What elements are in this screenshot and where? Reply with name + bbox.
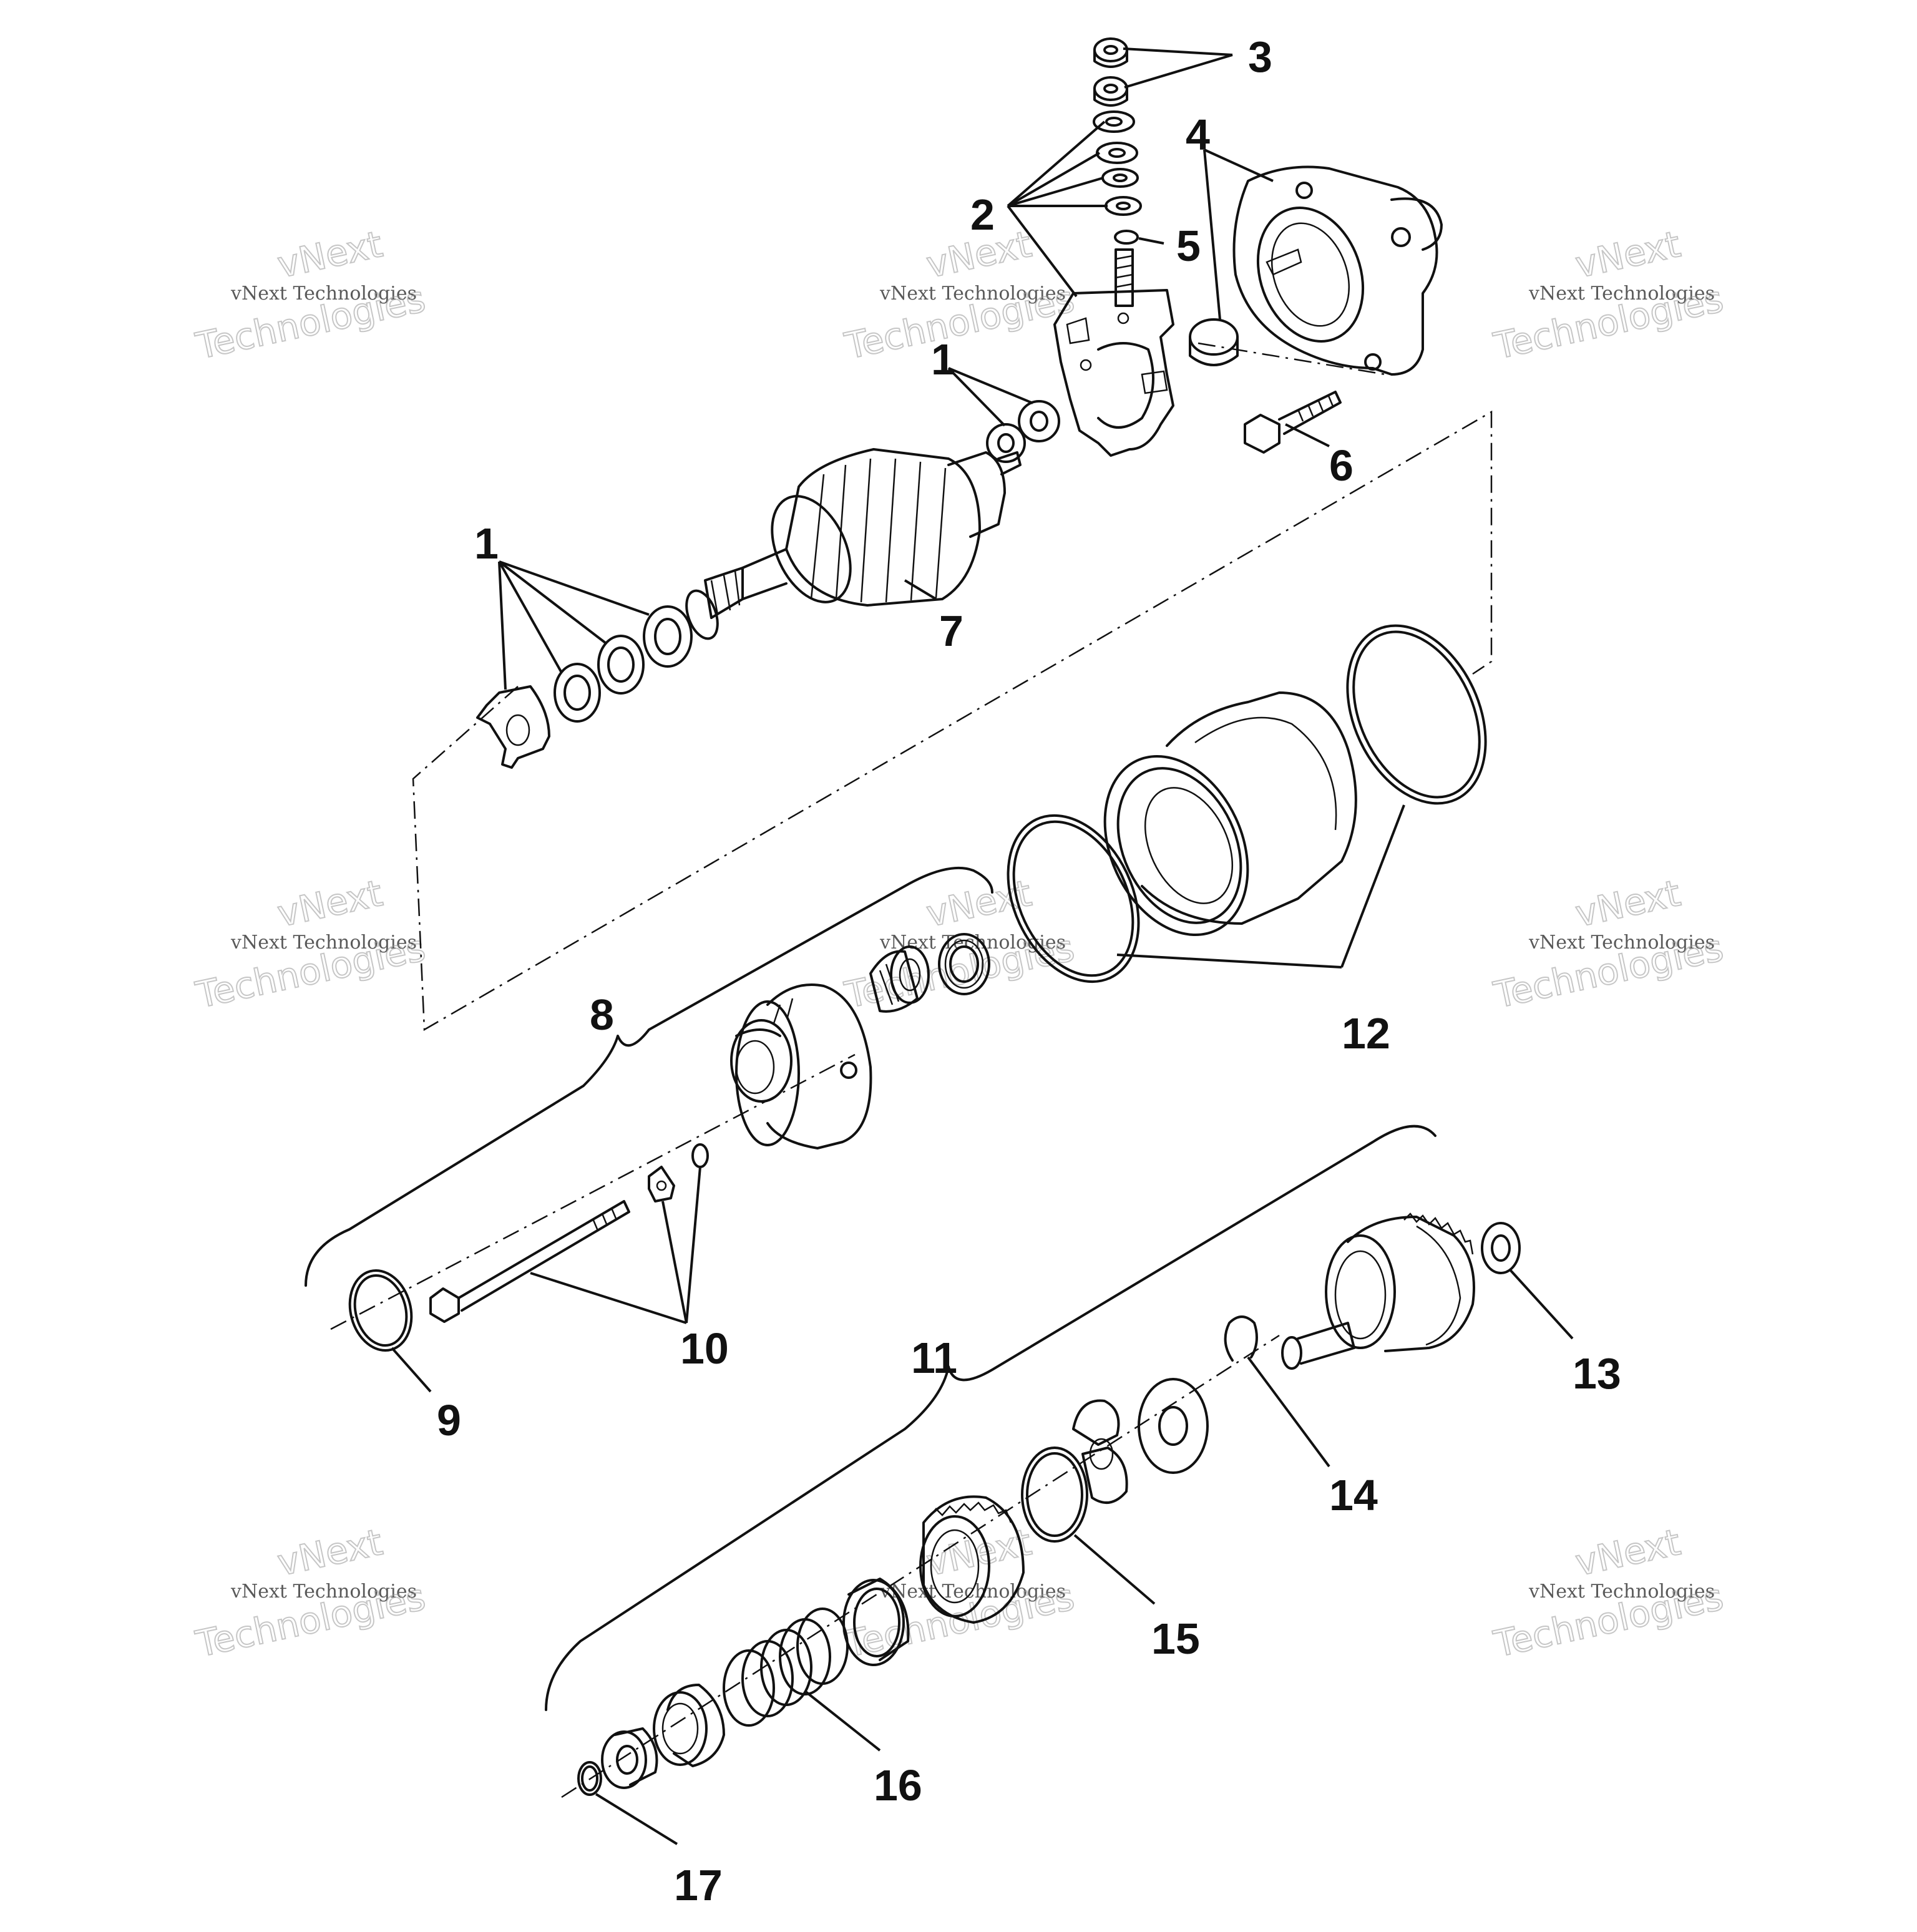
callout-12: 12 <box>1342 1009 1390 1058</box>
callout-labels: 3 2 5 4 1 6 7 1 8 12 10 9 11 13 14 15 16… <box>437 32 1621 1910</box>
callout-17: 17 <box>674 1861 723 1910</box>
part-spring-16 <box>723 1608 849 1727</box>
part-lock-washer <box>648 1166 675 1203</box>
part-washers-stack <box>1093 110 1142 216</box>
watermark-top-center: vNext vNext Technologies Technologies <box>841 222 1079 368</box>
watermark-company: vNext Technologies <box>230 283 417 305</box>
watermark-mid-left: vNext vNext Technologies Technologies <box>192 871 430 1017</box>
watermark-company: vNext Technologies <box>1528 932 1715 954</box>
watermark-company: vNext Technologies <box>230 1581 417 1603</box>
brace-8 <box>305 866 993 1287</box>
part-ring-15 <box>1021 1447 1088 1543</box>
watermark-brand: vNext <box>1572 1521 1684 1584</box>
part-flat-washer <box>1138 1378 1209 1474</box>
watermark-mid-right: vNext vNext Technologies Technologies <box>1490 871 1728 1017</box>
watermark-brand: vNext <box>1572 223 1684 286</box>
part-washers-lower <box>554 605 693 723</box>
callout-11: 11 <box>911 1334 957 1382</box>
part-stator-housing <box>1103 691 1357 937</box>
callout-14: 14 <box>1329 1471 1378 1520</box>
callout-6: 6 <box>1329 441 1354 490</box>
part-ball-bearing <box>938 933 990 995</box>
part-split-collar <box>1072 1399 1128 1504</box>
watermark-company: vNext Technologies <box>1528 1581 1715 1603</box>
callout-1-lower: 1 <box>474 519 499 568</box>
callout-1-upper: 1 <box>931 335 955 384</box>
callout-13: 13 <box>1573 1349 1621 1398</box>
callout-9: 9 <box>437 1396 461 1445</box>
part-clutch-gear <box>1281 1212 1475 1370</box>
part-washers-upper <box>986 400 1060 463</box>
callout-5: 5 <box>1176 222 1201 270</box>
part-o-ring <box>1114 230 1139 245</box>
watermark-brand: vNext <box>1572 872 1684 935</box>
callout-16: 16 <box>874 1761 922 1810</box>
part-nuts <box>1093 37 1128 107</box>
part-armature <box>685 448 1022 640</box>
callout-3: 3 <box>1248 32 1272 81</box>
watermark-bottom-right: vNext vNext Technologies Technologies <box>1490 1520 1728 1666</box>
part-o-ring-large-lower <box>1007 814 1140 983</box>
part-end-housing <box>1232 165 1443 376</box>
part-needle-bearing <box>869 945 930 1013</box>
watermark-brand: vNext <box>274 872 386 935</box>
part-sleeve <box>842 1578 910 1666</box>
leader-lines <box>391 47 1574 1845</box>
part-stop-collar <box>601 1727 658 1789</box>
part-through-bolt <box>429 1200 630 1323</box>
callout-4: 4 <box>1186 110 1210 159</box>
callout-15: 15 <box>1151 1614 1200 1663</box>
watermark-bottom-left: vNext vNext Technologies Technologies <box>192 1520 430 1666</box>
part-retainer-plate <box>476 685 550 769</box>
callout-8: 8 <box>590 990 614 1039</box>
part-collar <box>653 1684 725 1767</box>
part-snap-ring-17 <box>577 1761 602 1796</box>
watermark-top-left: vNext vNext Technologies Technologies <box>192 222 430 368</box>
part-brush-plate <box>1053 248 1174 457</box>
part-front-housing <box>730 983 872 1149</box>
callout-10: 10 <box>680 1324 729 1373</box>
brace-11 <box>545 1125 1437 1711</box>
watermark-brand: vNext <box>274 1521 386 1584</box>
watermark-brand: vNext <box>274 223 386 286</box>
part-bushing <box>1189 318 1239 366</box>
part-o-ring-9 <box>348 1269 413 1352</box>
part-pinion-gear <box>919 1495 1025 1624</box>
watermark-top-right: vNext vNext Technologies Technologies <box>1490 222 1728 368</box>
part-bolt <box>1244 391 1342 454</box>
watermark-bottom-center: vNext vNext Technologies Technologies <box>841 1520 1079 1666</box>
part-washer-13 <box>1481 1222 1521 1274</box>
callout-2: 2 <box>970 190 995 239</box>
assembly-centerlines <box>330 342 1493 1798</box>
watermark-company: vNext Technologies <box>230 932 417 954</box>
watermark-company: vNext Technologies <box>1528 283 1715 305</box>
watermark-company: vNext Technologies <box>879 283 1066 305</box>
part-o-ring-large-upper <box>1346 624 1487 805</box>
callout-7: 7 <box>939 607 963 655</box>
part-snap-ring-14 <box>1224 1315 1258 1362</box>
part-small-o-ring <box>691 1143 709 1168</box>
